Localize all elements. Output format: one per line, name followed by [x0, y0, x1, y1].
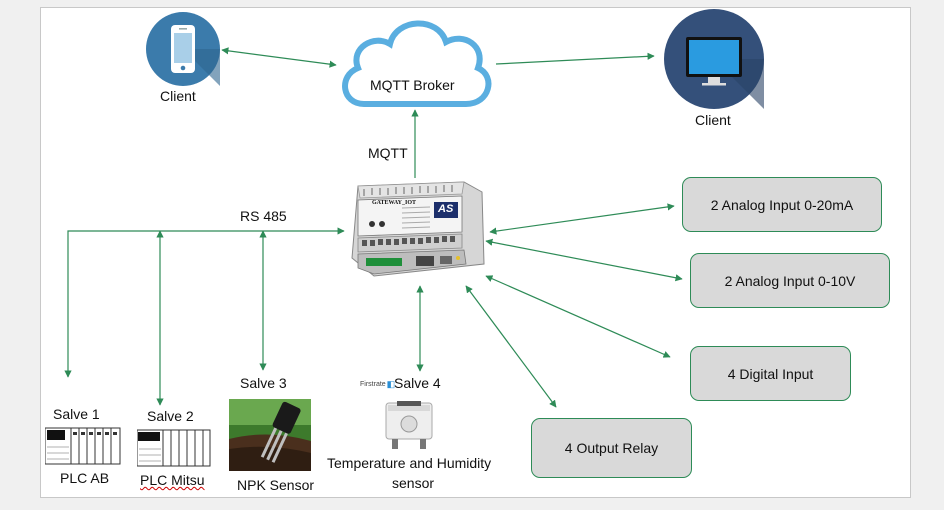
client-monitor: [664, 9, 764, 109]
output-relay-label: 4 Output Relay: [564, 440, 659, 456]
analog-input-v-label: 2 Analog Input 0-10V: [724, 272, 856, 289]
analog-input-ma-label: 2 Analog Input 0-20mA: [710, 196, 854, 213]
rs485-label: RS 485: [240, 208, 287, 224]
slave1-label: Salve 1: [53, 406, 100, 422]
link-gateway-analog-ma: [489, 203, 675, 235]
client-phone-label: Client: [160, 88, 196, 104]
link-gateway-digital: [485, 275, 671, 358]
gateway-device: GATEWAY_IOT AS: [344, 178, 490, 286]
analog-input-v-box: 2 Analog Input 0-10V: [690, 253, 890, 308]
rs485-bus: [64, 227, 345, 378]
link-broker-monitor: [495, 52, 655, 65]
slave1-name: PLC AB: [60, 470, 110, 486]
firstrate-logo: Firstrate ◧: [360, 378, 395, 390]
mqtt-label: MQTT: [368, 145, 408, 161]
npk-sensor-image: [229, 399, 311, 471]
plc-ab-image: [44, 427, 121, 465]
digital-input-box: 4 Digital Input: [690, 346, 851, 401]
gateway-image: [351, 181, 485, 277]
firstrate-logo-icon: ◧: [386, 378, 396, 389]
sensor-box-icon: [385, 401, 433, 449]
gateway-brand-text: AS: [438, 203, 454, 215]
slave4-name-line2: sensor: [392, 475, 435, 491]
phone-icon: [146, 12, 220, 86]
plc-icon: [136, 429, 211, 467]
mqtt-broker-cloud: MQTT Broker: [334, 12, 494, 112]
monitor-icon: [664, 9, 764, 109]
link-gateway-analog-v: [485, 238, 683, 282]
temp-humidity-sensor-image: [382, 399, 436, 451]
slave2-label: Salve 2: [147, 408, 194, 424]
slave4-name-line1: Temperature and Humidity: [327, 455, 492, 471]
cloud-icon: [342, 20, 492, 107]
gateway-model-text: GATEWAY_IOT: [372, 200, 417, 206]
slave3-name: NPK Sensor: [237, 477, 315, 493]
plc-icon: [44, 427, 121, 465]
link-phone-broker: [221, 47, 337, 68]
client-monitor-label: Client: [695, 112, 731, 128]
output-relay-box: 4 Output Relay: [531, 418, 692, 478]
slave2-name: PLC Mitsu: [140, 472, 205, 488]
broker-label: MQTT Broker: [370, 77, 455, 93]
digital-input-label: 4 Digital Input: [727, 365, 814, 382]
plc-mitsu-image: [136, 429, 211, 467]
slave4-label: Salve 4: [394, 375, 441, 391]
analog-input-ma-box: 2 Analog Input 0-20mA: [682, 177, 882, 232]
client-phone: [146, 12, 220, 86]
firstrate-logo-text: Firstrate: [360, 380, 386, 388]
soil-sensor-icon: [229, 399, 311, 471]
link-gateway-relay: [465, 285, 557, 408]
slave3-label: Salve 3: [240, 375, 287, 391]
